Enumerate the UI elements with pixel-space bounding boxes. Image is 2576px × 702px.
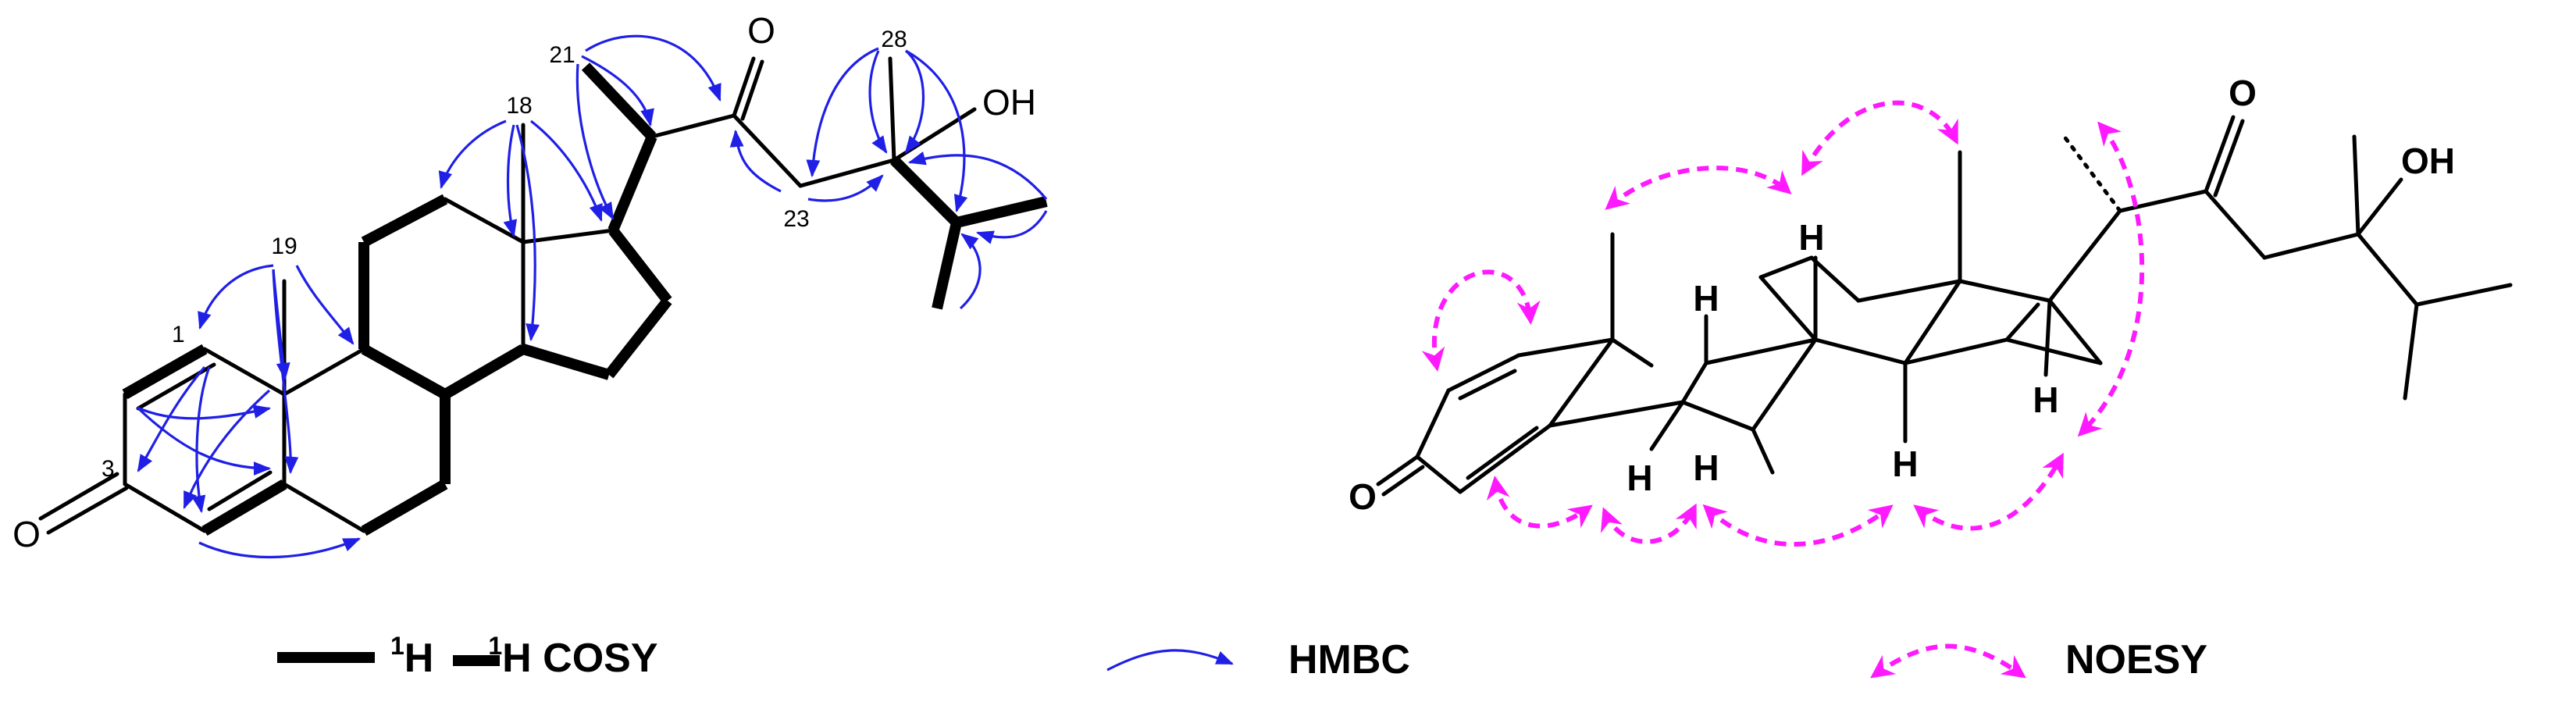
noesy-correlations (1421, 100, 2145, 547)
legend-noesy-label: NOESY (2065, 637, 2207, 682)
ring-a (38, 344, 287, 536)
hmbc-arrow (295, 265, 355, 345)
noesy-arrow (1421, 269, 1541, 372)
side-chain-left (581, 56, 1048, 310)
ring-c (358, 123, 526, 400)
noesy-arrow (1702, 504, 1894, 547)
hmbc-arrow (807, 174, 884, 202)
hmbc-arrow (530, 119, 603, 223)
oxygen-c3-right: O (1349, 476, 1377, 517)
position-label-18: 18 (506, 93, 532, 119)
ring-d (521, 226, 672, 380)
hmbc-arrow (515, 124, 540, 342)
ring-d-right (1903, 279, 2103, 377)
position-label-28: 28 (881, 27, 907, 52)
hmbc-arrow (137, 404, 272, 420)
hmbc-arrow (907, 151, 1048, 201)
noesy-arrow (2077, 121, 2145, 437)
legend-noesy-arrow (1870, 643, 2026, 679)
hmbc-arrow (136, 406, 272, 476)
left-structure: O O OH 1 3 18 19 21 23 28 (12, 10, 1048, 559)
legend-hmbc-arrow (1106, 649, 1235, 672)
hmbc-arrow (575, 63, 615, 220)
ring-b-right (1548, 314, 1818, 451)
position-label-3: 3 (102, 456, 115, 482)
position-label-23: 23 (783, 206, 809, 232)
hydroxyl-right: OH (2401, 141, 2455, 181)
oxygen-c22-left: O (747, 10, 775, 51)
noesy-arrow (1605, 166, 1792, 210)
hydrogen-c17: H (2033, 380, 2058, 420)
hydrogen-c8: H (1798, 217, 1824, 258)
hmbc-arrow (959, 233, 982, 310)
hmbc-arrow (868, 50, 888, 154)
noesy-arrow (1801, 100, 1958, 176)
right-structure: O O OH H H H H H H (1349, 73, 2513, 547)
hmbc-arrow (806, 47, 879, 178)
hmbc-correlations (136, 34, 1048, 559)
position-label-21: 21 (549, 42, 575, 68)
hydroxyl-left: OH (982, 82, 1036, 123)
hmbc-arrow (272, 269, 299, 475)
noesy-arrow (1601, 503, 1697, 544)
position-label-19: 19 (271, 233, 297, 259)
hmbc-arrow (585, 34, 721, 102)
legend-hmbc: HMBC (1106, 637, 1410, 682)
hydrogen-c5: H (1626, 458, 1652, 498)
hmbc-arrow (503, 124, 518, 238)
legend-noesy: NOESY (1870, 637, 2207, 682)
oxygen-c22-right: O (2229, 73, 2257, 113)
ring-c-right (1751, 150, 1962, 475)
hmbc-arrow (975, 210, 1048, 244)
noesy-arrow (1486, 476, 1593, 529)
hmbc-arrow (905, 49, 968, 213)
hmbc-arrow (191, 366, 211, 514)
noesy-arrow (1913, 452, 2064, 531)
hmbc-arrow (137, 365, 206, 472)
hydrogen-c6: H (1693, 447, 1719, 488)
hmbc-arrow (904, 49, 925, 154)
hmbc-arrow (183, 389, 271, 510)
hydrogen-c14: H (1892, 444, 1918, 484)
hmbc-arrow (729, 129, 782, 193)
legend-hmbc-label: HMBC (1288, 637, 1410, 682)
hmbc-arrow (438, 119, 507, 190)
oxygen-c3-left: O (12, 514, 41, 554)
hmbc-arrow (198, 537, 362, 559)
hmbc-arrow (198, 264, 274, 330)
ring-a-right (1376, 232, 1615, 497)
hydrogen-c9: H (1693, 278, 1719, 319)
hmbc-arrow (581, 55, 654, 127)
position-label-1: 1 (172, 322, 185, 347)
